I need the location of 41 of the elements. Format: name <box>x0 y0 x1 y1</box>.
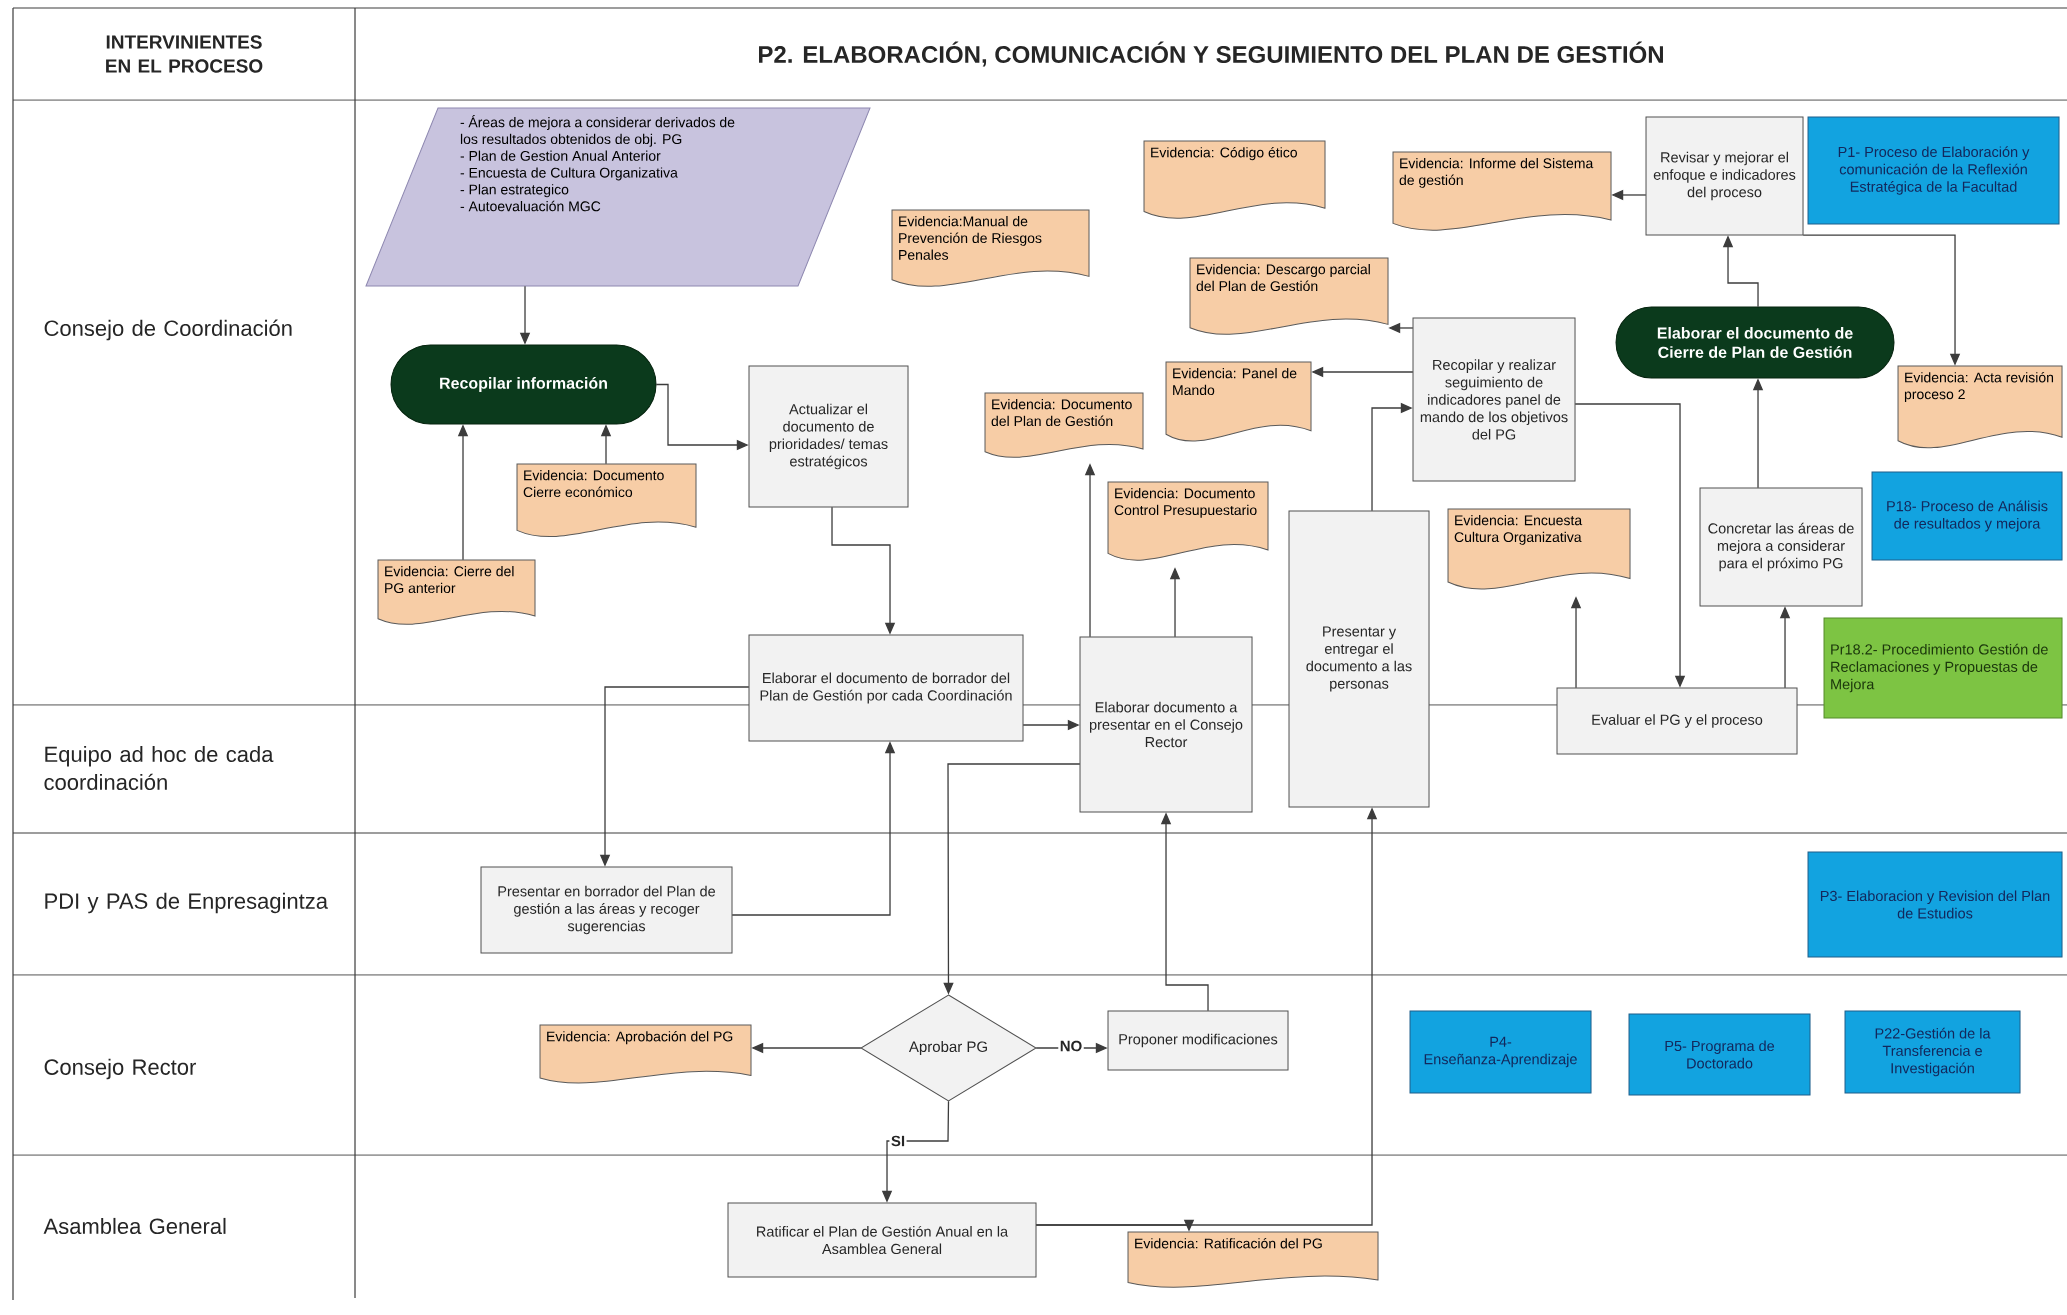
lane-label: PDI y PAS de Enpresagintza <box>45 892 328 914</box>
evidence-document: Evidencia: Informe del Sistema de gestión <box>1392 151 1612 231</box>
evidence-document: Evidencia: Aprobación del PG <box>539 1024 752 1084</box>
evidence-document: Evidencia: Acta revisión proceso 2 <box>1897 365 2063 449</box>
linked-process-box: P3- Elaboracion y Revision del Plan de Estudios <box>1807 851 2063 958</box>
evidence-document: Evidencia: Código ético <box>1143 140 1326 219</box>
linked-process-box: P5- Programa de Doctorado <box>1628 1013 1811 1096</box>
process-box: Proponer modificaciones <box>1107 1010 1289 1071</box>
evidence-document: Evidencia: Panel de Mando <box>1165 361 1312 442</box>
evidence-document: Evidencia: Descargo parcial del Plan de Gestión <box>1189 257 1389 335</box>
edge-label: SI <box>889 1134 907 1148</box>
evidence-document: Evidencia: Documento del Plan de Gestión <box>984 392 1144 458</box>
lane-label: Asamblea General <box>43 1217 226 1235</box>
process-box: Evaluar el PG y el proceso <box>1556 687 1798 755</box>
process-box: Ratificar el Plan de Gestión Anual en la Asamblea General <box>727 1202 1037 1278</box>
linked-process-box: P18- Proceso de Análisis de resultados y mejora <box>1871 471 2063 561</box>
process-box: Presentar y entregar el documento a las personas <box>1288 510 1430 808</box>
process-box: Elaborar el documento de borrador del Plan de Gestión por cada Coordinación <box>748 634 1024 742</box>
lane-label: Equipo ad hoc de cada coordinación <box>44 745 274 791</box>
linked-process-box: P1- Proceso de Elaboración y comunicación de la Reflexión Estratégica de la Facultad <box>1807 116 2060 225</box>
linked-process-box: P22-Gestión de la Transferencia e Investigación <box>1844 1010 2021 1094</box>
process-box: Revisar y mejorar el enfoque e indicadores del proceso <box>1645 116 1804 236</box>
input-parallelogram: - Áreas de mejora a considerar derivados de los resultados obtenidos de obj. PG - Plan de Gestion Anual Anterior - Encuesta de Cultura Organizativa - Plan estrategico - Autoevaluación MGC <box>365 107 871 287</box>
column-header: INTERVINIENTES EN EL PROCESO <box>106 35 263 73</box>
lane-label: Consejo Rector <box>44 1058 196 1080</box>
evidence-document: Evidencia: Ratificación del PG <box>1127 1231 1379 1288</box>
process-box: Elaborar documento a presentar en el Consejo Rector <box>1079 636 1253 813</box>
process-box: Actualizar el documento de prioridades/ temas estratégicos <box>748 365 909 508</box>
evidence-document: Evidencia: Encuesta Cultura Organizativa <box>1447 508 1631 590</box>
edge-label: NO <box>1058 1039 1084 1053</box>
linked-procedure-box: Pr18.2- Procedimiento Gestión de Reclamaciones y Propuestas de Mejora <box>1823 617 2063 719</box>
process-box: Concretar las áreas de mejora a considerar para el próximo PG <box>1699 487 1863 607</box>
process-box: Presentar en borrador del Plan de gestión a las áreas y recoger sugerencias <box>480 866 733 954</box>
title: P2. ELABORACIÓN, COMUNICACIÓN Y SEGUIMIENTO DEL PLAN DE GESTIÓN <box>759 41 1663 67</box>
process-box: Recopilar y realizar seguimiento de indicadores panel de mando de los objetivos del PG <box>1412 317 1576 482</box>
evidence-document: Evidencia:Manual de Prevención de Riesgos Penales <box>891 209 1090 287</box>
evidence-document: Evidencia: Documento Control Presupuestario <box>1107 481 1269 561</box>
linked-process-box: P4- Enseñanza-Aprendizaje <box>1409 1010 1592 1094</box>
evidence-document: Evidencia: Documento Cierre económico <box>516 463 697 537</box>
lane-label: Consejo de Coordinación <box>44 319 292 341</box>
evidence-document: Evidencia: Cierre del PG anterior <box>377 559 536 625</box>
